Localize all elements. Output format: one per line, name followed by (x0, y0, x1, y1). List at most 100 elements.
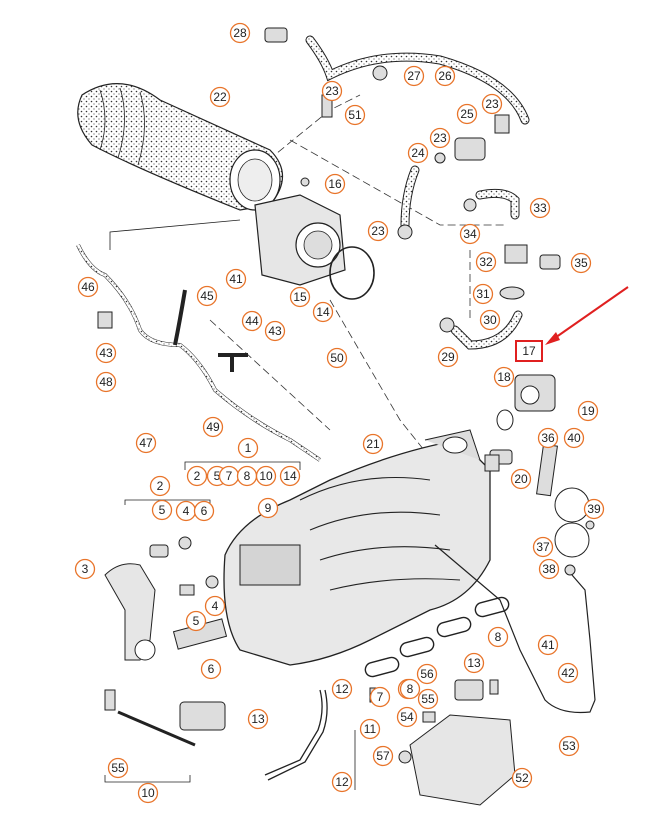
callout-2: 2 (149, 475, 171, 497)
callout-number: 16 (328, 177, 342, 191)
callout-55: 55 (417, 688, 439, 710)
callout-number: 39 (587, 502, 601, 516)
callout-number: 52 (515, 771, 529, 785)
callout-number: 18 (497, 370, 511, 384)
callout-12: 12 (331, 678, 353, 700)
callout-circle (95, 371, 117, 393)
callout-number: 10 (259, 469, 273, 483)
callout-23: 23 (481, 93, 503, 115)
callout-circle (257, 497, 279, 519)
callout-circle (289, 286, 311, 308)
callout-9: 9 (257, 497, 279, 519)
callout-number: 6 (201, 504, 208, 518)
callout-circle (529, 197, 551, 219)
lower-hoses (264, 689, 328, 781)
callout-23: 23 (321, 80, 343, 102)
callout-circle (510, 468, 532, 490)
callout-number: 26 (438, 69, 452, 83)
callout-number: 5 (193, 614, 200, 628)
lower-left-parts (104, 536, 228, 747)
callout-circle (74, 558, 96, 580)
callout-circle (372, 745, 394, 767)
callout-number: 41 (229, 272, 243, 286)
callout-circle (538, 558, 560, 580)
callout-38: 38 (538, 558, 560, 580)
callout-1: 1 (237, 437, 259, 459)
highlight-box (515, 340, 543, 362)
callout-number: 27 (407, 69, 421, 83)
callout-circle (437, 346, 459, 368)
callout-circle (493, 366, 515, 388)
callout-20: 20 (510, 468, 532, 490)
callout-circle (487, 626, 509, 648)
callout-circle (407, 142, 429, 164)
callout-number: 56 (420, 667, 434, 681)
callout-29: 29 (437, 346, 459, 368)
callout-8: 8 (399, 678, 421, 700)
callout-5: 5 (185, 610, 207, 632)
callout-36: 36 (537, 427, 559, 449)
manifold-gaskets (364, 596, 510, 678)
callout-circle (583, 498, 605, 520)
callout-31: 31 (472, 283, 494, 305)
callout-51: 51 (344, 104, 366, 126)
callout-number: 21 (366, 437, 380, 451)
callout-circle (570, 252, 592, 274)
callout-3: 3 (74, 558, 96, 580)
callout-number: 13 (251, 712, 265, 726)
callout-17: 17 (515, 340, 543, 362)
callout-number: 46 (81, 280, 95, 294)
callout-24: 24 (407, 142, 429, 164)
callout-7: 7 (369, 686, 391, 708)
callout-circle (558, 735, 580, 757)
callout-16: 16 (324, 173, 346, 195)
callout-number: 7 (377, 690, 384, 704)
callout-number: 1 (245, 441, 252, 455)
callout-number: 6 (208, 662, 215, 676)
callout-10: 10 (255, 465, 277, 487)
callout-52: 52 (511, 767, 533, 789)
callout-57: 57 (372, 745, 394, 767)
callout-number: 5 (214, 469, 221, 483)
callout-number: 50 (330, 351, 344, 365)
callout-41: 41 (537, 634, 559, 656)
throttle-body (254, 194, 375, 300)
callout-28: 28 (229, 22, 251, 44)
callout-circle (369, 686, 391, 708)
callout-56: 56 (416, 663, 438, 685)
callout-23: 23 (429, 127, 451, 149)
callout-number: 31 (476, 287, 490, 301)
callout-number: 43 (268, 324, 282, 338)
callout-number: 2 (157, 479, 164, 493)
callout-44: 44 (241, 310, 263, 332)
callout-number: 48 (99, 375, 113, 389)
callout-circle (434, 65, 456, 87)
callout-circle (359, 718, 381, 740)
callout-circle (107, 757, 129, 779)
callout-circle (367, 220, 389, 242)
callout-circle (472, 283, 494, 305)
callout-number: 4 (212, 599, 219, 613)
callout-circle (563, 427, 585, 449)
callout-circle (479, 309, 501, 331)
callout-number: 23 (433, 131, 447, 145)
wire-harness-left (76, 244, 322, 462)
callout-43: 43 (95, 342, 117, 364)
callout-circle (204, 595, 226, 617)
callout-circle (200, 658, 222, 680)
callout-number: 45 (200, 289, 214, 303)
callout-number: 8 (244, 469, 251, 483)
callout-25: 25 (456, 103, 478, 125)
callout-8: 8 (236, 465, 258, 487)
callout-circle (324, 173, 346, 195)
callout-circle (331, 771, 353, 793)
callout-number: 33 (533, 201, 547, 215)
intake-duct (77, 83, 283, 211)
wire-41 (434, 544, 596, 714)
callout-number: 29 (441, 350, 455, 364)
callout-circle (264, 320, 286, 342)
callout-number: 10 (141, 786, 155, 800)
callout-54: 54 (396, 706, 418, 728)
